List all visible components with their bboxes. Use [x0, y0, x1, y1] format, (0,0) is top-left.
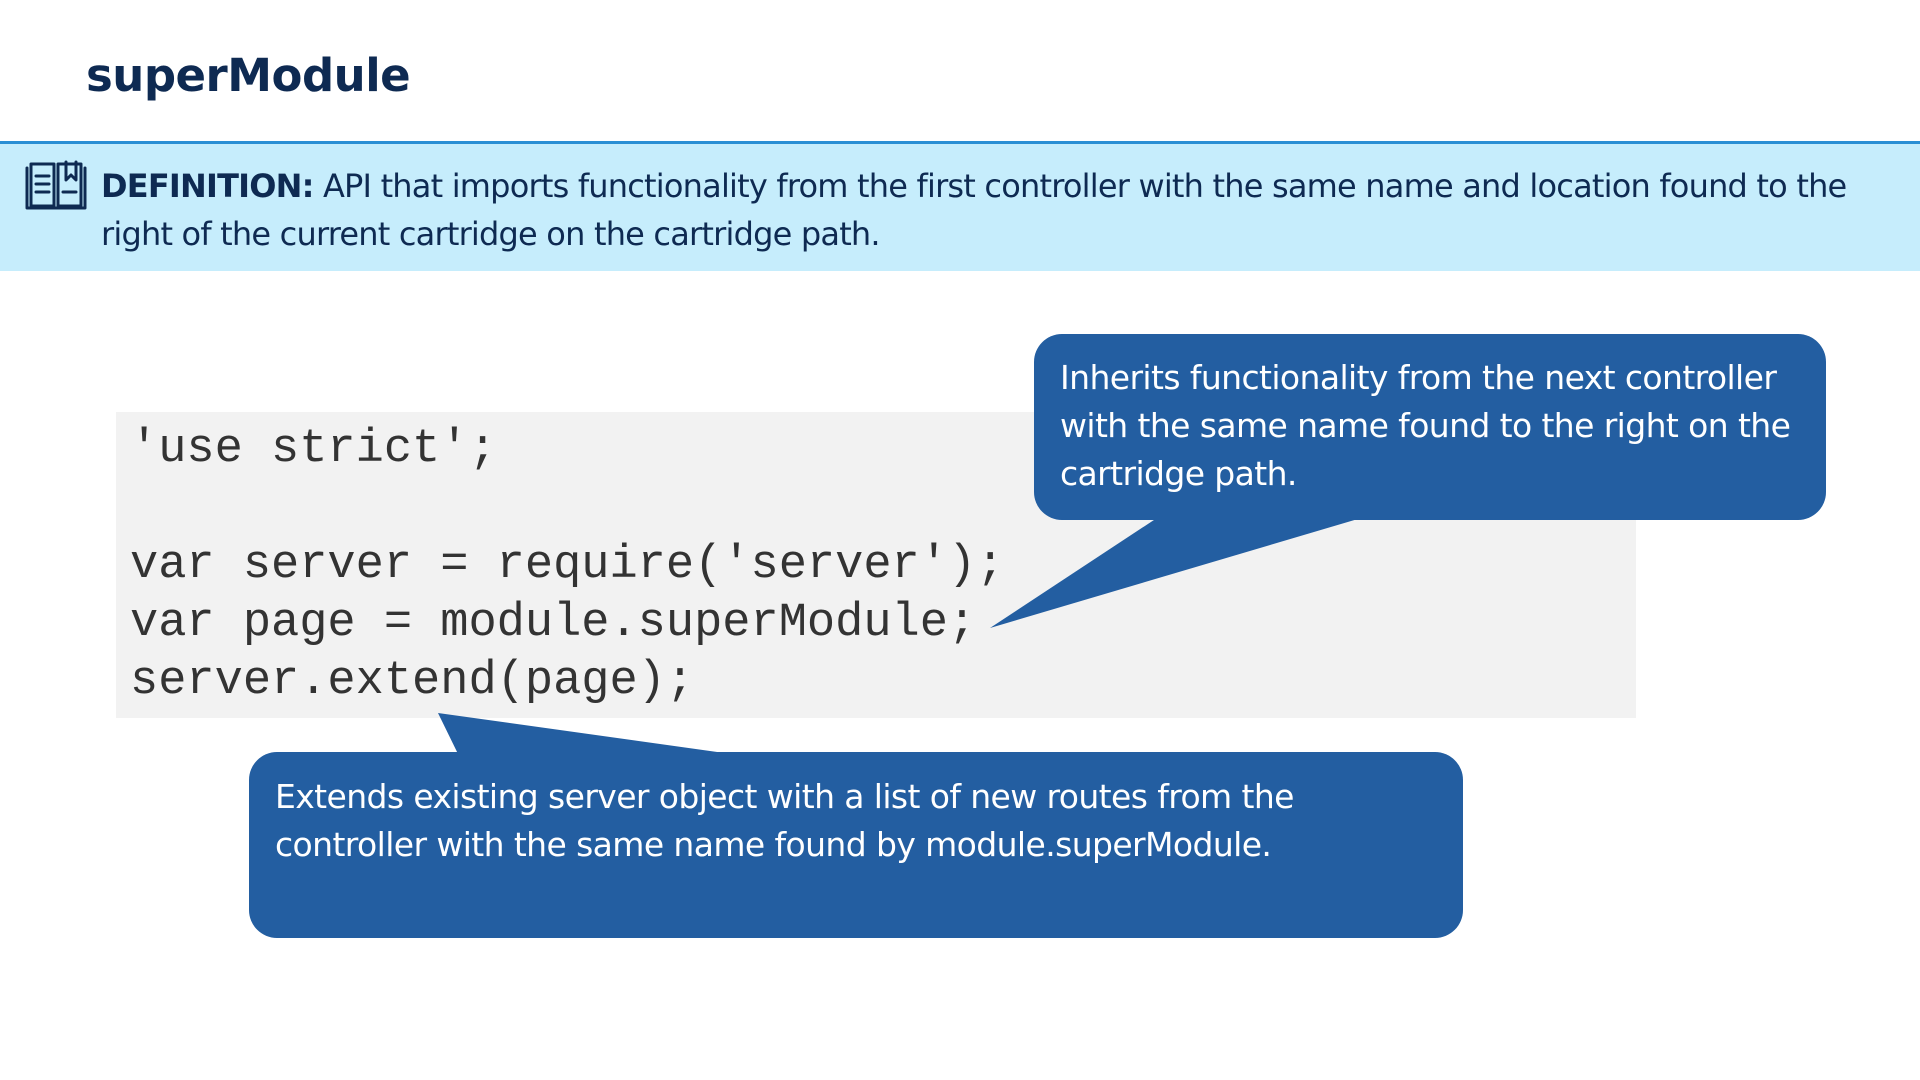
code-line: var server = require('server');: [130, 539, 1005, 592]
callout-inherits: Inherits functionality from the next con…: [1034, 334, 1826, 520]
code-line: var page = module.superModule;: [130, 597, 977, 650]
definition-banner: DEFINITION: API that imports functionali…: [0, 141, 1920, 271]
definition-body: API that imports functionality from the …: [101, 167, 1847, 253]
callout-extends: Extends existing server object with a li…: [249, 752, 1463, 938]
code-line: server.extend(page);: [130, 655, 695, 708]
definition-text: DEFINITION: API that imports functionali…: [101, 162, 1901, 258]
code-line: 'use strict';: [130, 423, 497, 476]
definition-label: DEFINITION:: [101, 167, 314, 205]
book-icon: [25, 160, 87, 210]
slide-title: superModule: [86, 49, 411, 102]
